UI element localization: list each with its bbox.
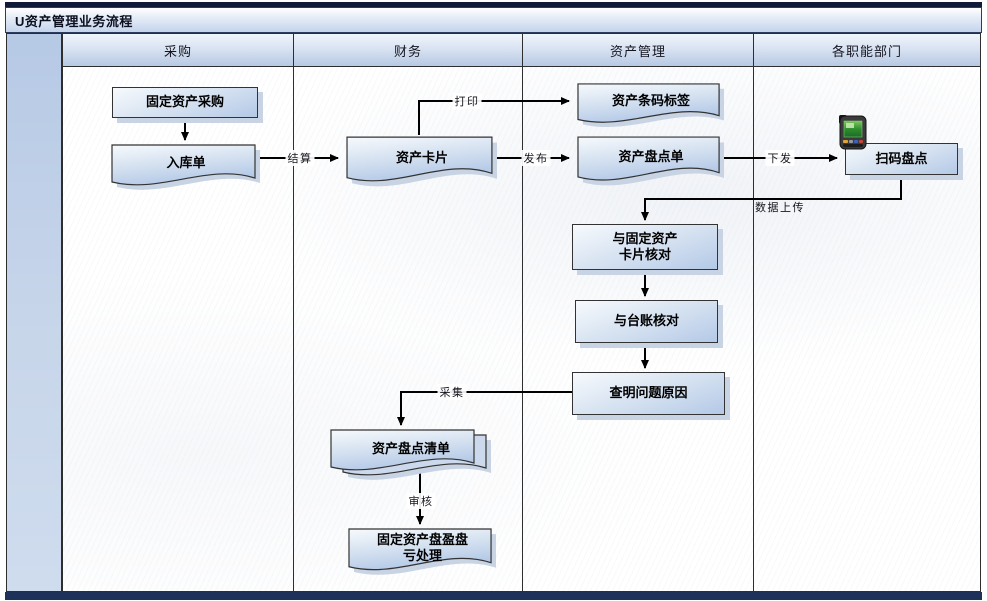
node-asset-barcode-label: 资产条码标签 bbox=[577, 83, 725, 132]
lane-header-label: 财务 bbox=[393, 43, 422, 59]
title-bar: U资产管理业务流程 bbox=[5, 7, 982, 33]
node-receipt-note: 入库单 bbox=[111, 144, 261, 195]
lane-header-asset-management: 资产管理 bbox=[522, 33, 754, 67]
document-shape bbox=[577, 136, 725, 186]
edge-label-distribute: 下发 bbox=[765, 150, 795, 166]
document-shape bbox=[348, 528, 497, 575]
lane-body-departments bbox=[753, 66, 981, 592]
edge-label-settle: 结算 bbox=[285, 150, 315, 166]
node-surplus-deficit-handling: 固定资产盘盈盘 亏处理 bbox=[348, 528, 497, 580]
node-label: 与台账核对 bbox=[613, 313, 679, 329]
node-asset-count-list: 资产盘点清单 bbox=[330, 429, 492, 481]
node-identify-problem-cause: 查明问题原因 bbox=[572, 372, 725, 415]
node-label: 固定资产盘盈盘 亏处理 bbox=[376, 531, 468, 563]
node-asset-card: 资产卡片 bbox=[346, 136, 498, 192]
node-label: 固定资产采购 bbox=[145, 94, 224, 110]
node-check-against-card: 与固定资产 卡片核对 bbox=[572, 224, 718, 270]
node-label: 与固定资产 卡片核对 bbox=[612, 230, 678, 262]
canvas-background bbox=[6, 33, 981, 593]
lane-header-label: 采购 bbox=[163, 43, 192, 59]
top-border-bar bbox=[5, 2, 982, 7]
handheld-scanner-icon bbox=[837, 115, 869, 151]
node-label: 扫码盘点 bbox=[875, 150, 928, 166]
node-asset-count-sheet: 资产盘点单 bbox=[577, 136, 725, 191]
node-label: 资产盘点清单 bbox=[371, 440, 450, 456]
node-label: 资产卡片 bbox=[395, 149, 448, 165]
edge-label-print: 打印 bbox=[452, 93, 482, 109]
document-shape bbox=[346, 136, 497, 187]
lane-header-departments: 各职能部门 bbox=[753, 33, 981, 67]
edge-label-data-upload: 数据上传 bbox=[755, 202, 805, 214]
left-margin-strip bbox=[6, 33, 62, 592]
page-title: U资产管理业务流程 bbox=[15, 13, 133, 29]
lane-header-label: 资产管理 bbox=[609, 43, 666, 59]
node-fixed-asset-purchase: 固定资产采购 bbox=[112, 87, 258, 118]
node-label: 资产盘点单 bbox=[618, 149, 684, 165]
node-label: 资产条码标签 bbox=[611, 93, 690, 109]
lane-header-label: 各职能部门 bbox=[831, 43, 902, 59]
document-shape bbox=[111, 144, 260, 190]
node-label: 查明问题原因 bbox=[609, 385, 688, 401]
multi-document-shape bbox=[330, 429, 491, 480]
document-shape bbox=[577, 83, 725, 128]
edge-label-publish: 发布 bbox=[521, 150, 551, 166]
node-label: 入库单 bbox=[166, 155, 206, 171]
bottom-border-bar bbox=[5, 592, 982, 600]
node-check-against-ledger: 与台账核对 bbox=[575, 300, 718, 343]
edge-label-review: 审核 bbox=[406, 493, 436, 509]
edge-label-collect: 采集 bbox=[437, 384, 467, 400]
